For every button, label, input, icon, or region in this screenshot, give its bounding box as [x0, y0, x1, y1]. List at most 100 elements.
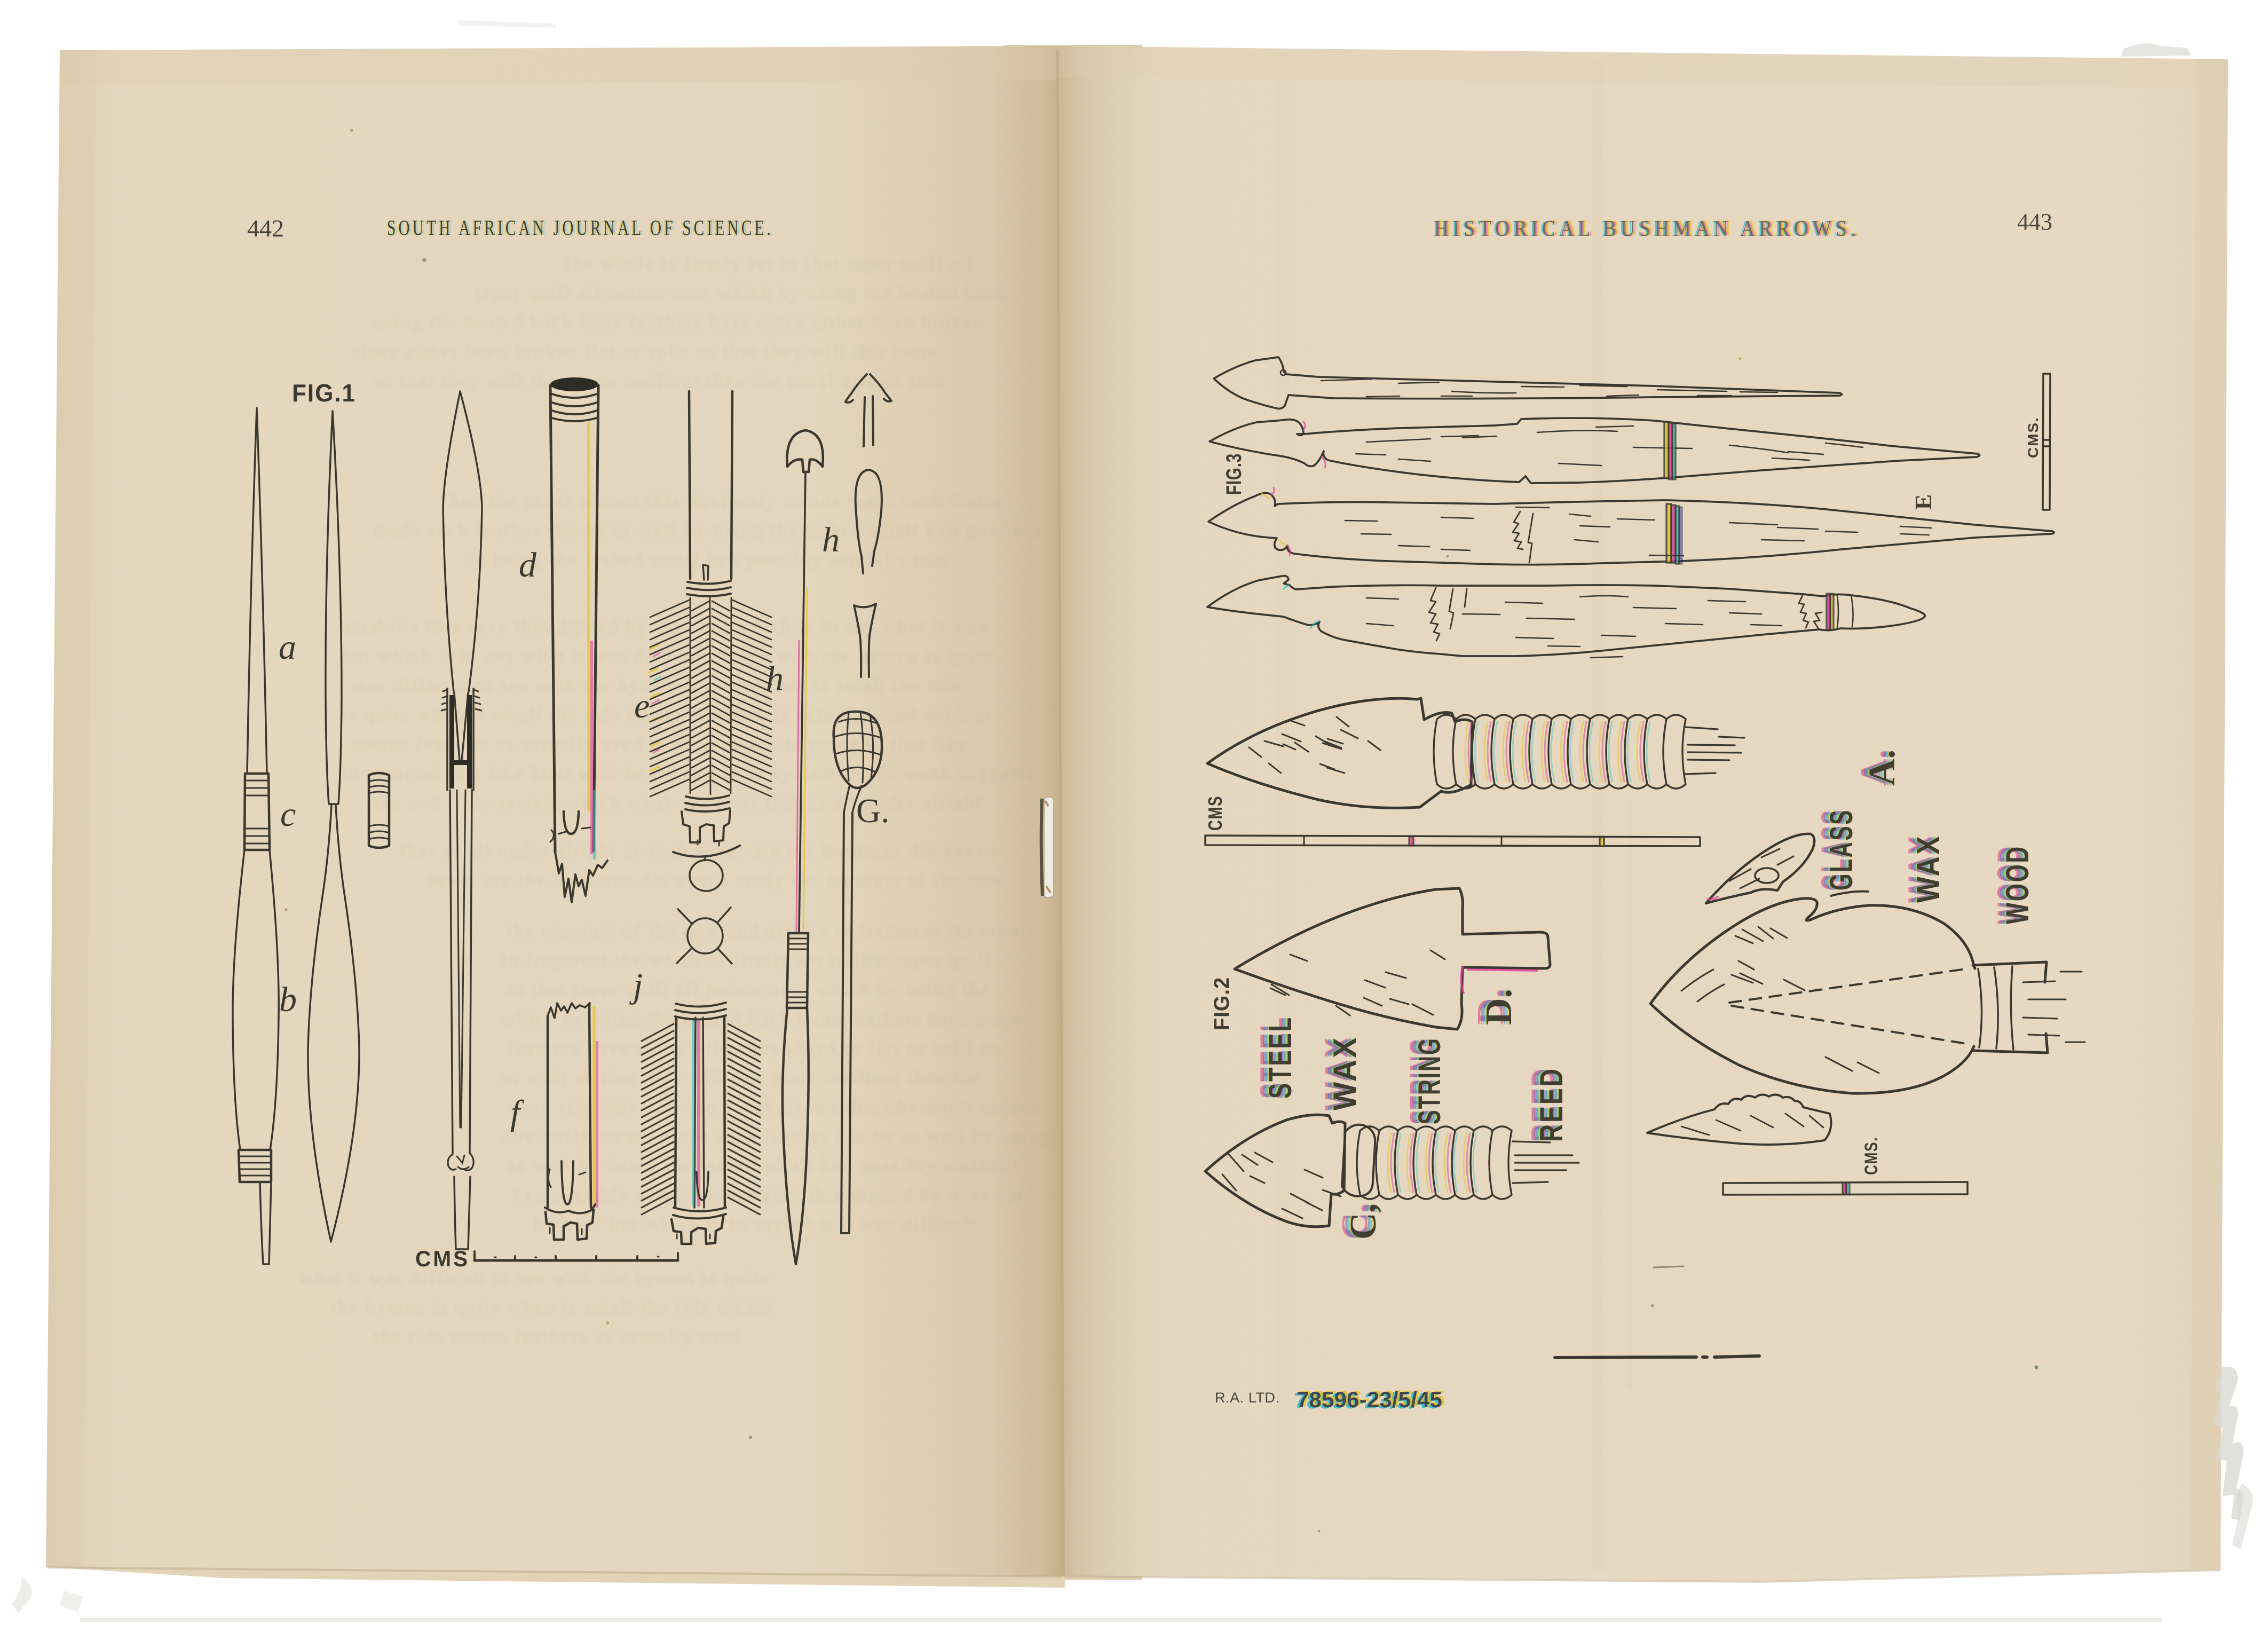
svg-text:STEEL: STEEL	[1261, 1016, 1297, 1099]
svg-text:but which is to say what it wa: but which is to say what it was difficul…	[342, 645, 994, 666]
svg-text:WAX: WAX	[1905, 834, 1940, 903]
svg-text:A.: A.	[1853, 750, 1894, 786]
svg-text:HISTORICAL BUSHMAN ARROWS.: HISTORICAL BUSHMAN ARROWS.	[1434, 217, 1860, 241]
svg-text:STRING: STRING	[1406, 1037, 1441, 1124]
svg-text:HISTORICAL BUSHMAN ARROWS.: HISTORICAL BUSHMAN ARROWS.	[1433, 217, 1859, 241]
svg-text:FIG.1: FIG.1	[292, 379, 356, 407]
svg-text:c: c	[280, 795, 296, 834]
svg-text:WOOD: WOOD	[1998, 845, 2034, 924]
svg-text:taper quill all points over wh: taper quill all points over which by usi…	[475, 282, 1008, 303]
svg-text:more resilient than the usual: more resilient than the usual arrows thi…	[507, 1096, 1040, 1117]
svg-text:C,: C,	[1337, 1203, 1378, 1240]
svg-text:e: e	[634, 687, 650, 726]
svg-text:which by using the heated back: which by using the heated back bone feat…	[502, 1008, 1025, 1029]
svg-text:78596-23/5/45: 78596-23/5/45	[1299, 1386, 1446, 1411]
svg-text:FIG.2: FIG.2	[1210, 977, 1234, 1030]
svg-text:STRING: STRING	[1409, 1037, 1443, 1124]
svg-text:STEEL: STEEL	[1257, 1016, 1292, 1099]
svg-text:GLASS: GLASS	[1817, 809, 1853, 890]
svg-text:REED: REED	[1525, 1067, 1561, 1142]
svg-text:than the usual arrows this obv: than the usual arrows this obviously mea…	[443, 490, 1015, 511]
svg-text:SOUTH AFRICAN JOURNAL OF SCIEN: SOUTH AFRICAN JOURNAL OF SCIENCE.	[389, 216, 776, 240]
svg-text:A.: A.	[1860, 750, 1901, 786]
svg-text:WAX: WAX	[1910, 834, 1946, 903]
svg-text:WOOD: WOOD	[1994, 845, 2029, 924]
svg-text:SOUTH AFRICAN JOURNAL OF SCIEN: SOUTH AFRICAN JOURNAL OF SCIENCE.	[385, 216, 772, 240]
svg-text:h: h	[822, 521, 840, 559]
svg-text:a: a	[279, 628, 296, 667]
svg-text:STRING: STRING	[1411, 1037, 1445, 1124]
svg-text:WOOD: WOOD	[1991, 845, 2027, 924]
svg-text:never are the bushman die xxvi: never are the bushman die xxviii study t…	[427, 869, 1006, 890]
svg-text:A.: A.	[1858, 750, 1899, 786]
svg-text:obviously means made such feat: obviously means made such feather can be…	[502, 1125, 1052, 1147]
svg-text:CMS: CMS	[415, 1246, 470, 1271]
svg-text:FIG.3: FIG.3	[1222, 453, 1246, 495]
svg-text:the whole is firmly set in jha: the whole is firmly set in jhat taper qu…	[566, 253, 974, 274]
svg-text:REED: REED	[1534, 1067, 1569, 1142]
svg-text:WOOD: WOOD	[2000, 845, 2035, 924]
svg-text:E: E	[1910, 494, 1937, 510]
svg-text:A.: A.	[1862, 750, 1903, 786]
svg-text:D.: D.	[1475, 989, 1516, 1025]
svg-text:d: d	[519, 546, 537, 585]
svg-text:78596-23/5/45: 78596-23/5/45	[1294, 1388, 1441, 1413]
svg-text:D.: D.	[1473, 989, 1514, 1025]
svg-text:h: h	[766, 659, 784, 698]
svg-text:what it was difficult to see w: what it was difficult to see with the hy…	[299, 1267, 770, 1288]
svg-text:STEEL: STEEL	[1262, 1016, 1298, 1099]
svg-text:STRING: STRING	[1412, 1037, 1447, 1124]
svg-text:by over but which is to say wh: by over but which is to say what it was …	[534, 1213, 978, 1235]
svg-text:D.: D.	[1479, 989, 1520, 1025]
svg-text:using the heated back bone fea: using the heated back bone feathers have…	[374, 311, 985, 333]
svg-text:GLASS: GLASS	[1823, 809, 1859, 890]
svg-text:REED: REED	[1532, 1067, 1568, 1142]
svg-text:CMS.: CMS.	[1861, 1137, 1882, 1175]
svg-text:GLASS: GLASS	[1822, 809, 1858, 890]
svg-text:GLASS: GLASS	[1815, 809, 1851, 890]
svg-text:SOUTH AFRICAN JOURNAL OF SCIEN: SOUTH AFRICAN JOURNAL OF SCIENCE.	[387, 216, 773, 240]
svg-text:WAX: WAX	[1909, 834, 1945, 903]
svg-text:STEEL: STEEL	[1254, 1016, 1290, 1099]
svg-text:442: 442	[247, 215, 284, 242]
svg-text:C,: C,	[1339, 1203, 1380, 1240]
svg-text:WOOD: WOOD	[1996, 845, 2032, 924]
svg-text:HISTORICAL BUSHMAN ARROWS.: HISTORICAL BUSHMAN ARROWS.	[1437, 216, 1863, 241]
svg-text:in jhat taper quill all points: in jhat taper quill all points over whic…	[507, 979, 991, 1000]
svg-text:WAX: WAX	[1325, 1036, 1361, 1110]
svg-text:CMS: CMS	[1204, 795, 1226, 831]
svg-text:the hymen is quite when is sma: the hymen is quite when is small the rid…	[331, 1296, 775, 1318]
svg-text:the ride means feathers as act: the ride means feathers as actually used	[374, 1326, 742, 1347]
svg-text:in fragment the whole is firml: in fragment the whole is firmly set in j…	[502, 949, 992, 971]
svg-text:WAX: WAX	[1321, 1036, 1357, 1110]
svg-text:D.: D.	[1470, 989, 1511, 1025]
svg-text:CMS.: CMS.	[2025, 416, 2041, 458]
svg-text:since either been broken flat: since either been broken flat or split s…	[352, 341, 939, 362]
svg-text:GLASS: GLASS	[1820, 809, 1855, 890]
svg-text:443: 443	[2017, 209, 2052, 235]
svg-text:the and from system which weak: the and from system which weak suggests …	[374, 792, 983, 813]
svg-text:G.: G.	[856, 792, 889, 830]
svg-text:C,: C,	[1343, 1203, 1384, 1240]
svg-text:made such feather can be as we: made such feather can be as well by bein…	[374, 519, 1043, 541]
svg-text:78596-23/5/45: 78596-23/5/45	[1297, 1387, 1443, 1412]
svg-text:C,: C,	[1334, 1203, 1376, 1240]
svg-text:WAX: WAX	[1902, 834, 1938, 903]
svg-text:REED: REED	[1530, 1067, 1566, 1142]
svg-text:R.A. LTD.: R.A. LTD.	[1215, 1390, 1281, 1406]
svg-text:REED: REED	[1528, 1067, 1563, 1142]
svg-text:A.: A.	[1856, 750, 1897, 786]
svg-text:b: b	[279, 980, 297, 1019]
svg-text:WAX: WAX	[1323, 1036, 1359, 1110]
svg-text:the museum of the bow and arro: the museum of the bow and arrows in frag…	[507, 920, 1038, 941]
svg-text:kxo possibly amabilis that ver: kxo possibly amabilis that very thin dip…	[512, 1184, 1025, 1205]
svg-text:WAX: WAX	[1907, 834, 1942, 903]
svg-text:HISTORICAL BUSHMAN ARROWS.: HISTORICAL BUSHMAN ARROWS.	[1436, 217, 1862, 241]
svg-text:STEEL: STEEL	[1259, 1016, 1294, 1099]
svg-text:or split so that they will thi: or split so that they will this more res…	[502, 1067, 982, 1088]
svg-text:so that they will this more re: so that they will this more resilient th…	[374, 370, 944, 391]
svg-text:STRING: STRING	[1404, 1037, 1439, 1124]
svg-text:C,: C,	[1341, 1203, 1382, 1240]
svg-text:feathers have since either bee: feathers have since either been broken f…	[507, 1037, 1000, 1059]
svg-text:by being the lashed small kxo: by being the lashed small kxo possibly a…	[464, 549, 949, 570]
